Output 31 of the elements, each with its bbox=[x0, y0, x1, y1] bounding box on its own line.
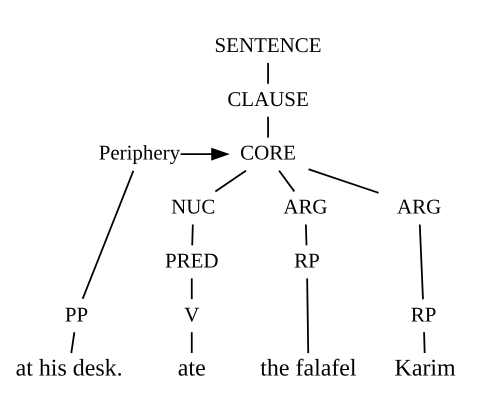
connector bbox=[214, 170, 247, 192]
connector bbox=[190, 278, 193, 300]
node-text: ate bbox=[178, 355, 206, 382]
connector bbox=[418, 224, 424, 300]
node-text: PRED bbox=[164, 248, 219, 272]
node-text: at his desk. bbox=[16, 355, 123, 382]
node-text: Periphery bbox=[98, 140, 180, 165]
connector bbox=[267, 116, 269, 138]
node-text: CORE bbox=[240, 140, 296, 165]
node-text: NUC bbox=[171, 194, 216, 219]
connector bbox=[267, 62, 269, 84]
node-text: ARG bbox=[283, 194, 328, 219]
connector bbox=[82, 170, 134, 300]
connector bbox=[278, 170, 296, 192]
connector bbox=[306, 278, 310, 354]
arrow bbox=[180, 148, 230, 161]
connector bbox=[423, 332, 426, 354]
node-text: CLAUSE bbox=[227, 86, 309, 111]
node-text: Karim bbox=[394, 355, 456, 382]
connector bbox=[191, 224, 194, 246]
connector bbox=[308, 168, 379, 194]
node-text: the falafel bbox=[260, 355, 357, 382]
node-text: V bbox=[184, 302, 200, 326]
connector bbox=[304, 224, 308, 246]
connector bbox=[190, 332, 193, 354]
node-text: ARG bbox=[397, 194, 442, 219]
node-text: RP bbox=[294, 248, 320, 272]
node-text: RP bbox=[410, 302, 436, 326]
node-text: PP bbox=[64, 302, 88, 326]
node-text: SENTENCE bbox=[214, 32, 322, 57]
connector bbox=[70, 332, 76, 354]
